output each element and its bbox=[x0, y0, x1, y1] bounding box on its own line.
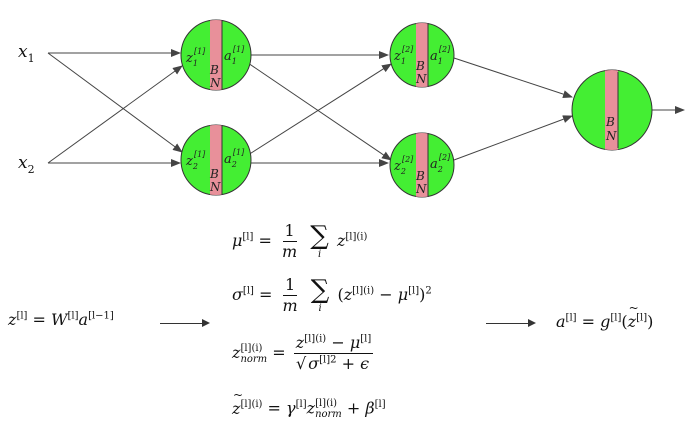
formula-normalize: z[l](i)norm = z[l](i) − μ[l] √σ[l]2 + ϵ bbox=[232, 333, 374, 373]
edges-input-layer1 bbox=[47, 49, 183, 167]
edge-l1b-l2t bbox=[247, 63, 392, 156]
edge-x2-l1-top bbox=[47, 65, 183, 164]
bn-b-label: B bbox=[209, 63, 219, 77]
bn-b-label: B bbox=[209, 167, 219, 181]
bn-strip bbox=[416, 133, 428, 197]
node-a-label: a1[1] bbox=[224, 45, 245, 66]
bn-n-label: N bbox=[415, 72, 427, 86]
node-a-label: a1[2] bbox=[430, 45, 451, 66]
node-l2-bot: z2[2] a2[2] B N bbox=[389, 132, 455, 198]
node-a-label: a2[2] bbox=[430, 153, 451, 174]
node-l1-bot: z2[1] a2[1] B N bbox=[180, 124, 252, 196]
bn-strip bbox=[210, 125, 222, 195]
bn-strip bbox=[210, 20, 222, 90]
node-z-label: z2[2] bbox=[393, 155, 414, 176]
edges-layer1-layer2 bbox=[247, 51, 392, 167]
node-z-label: z2[1] bbox=[185, 150, 206, 171]
bn-n-label: N bbox=[209, 180, 221, 194]
edge-x1-l1-bot bbox=[47, 52, 183, 153]
input-x1-label: x1 bbox=[18, 42, 35, 65]
node-z-label: z1[2] bbox=[393, 45, 414, 66]
formula-activation: a[l] = g[l](z[l]) bbox=[556, 301, 653, 331]
network-diagram: x1 x2 z1[1] a1[1] B N z2[1] a2[1] B N bbox=[18, 19, 685, 198]
bn-n-label: N bbox=[605, 129, 617, 143]
node-l2-top: z1[2] a1[2] B N bbox=[389, 22, 455, 88]
node-l1-top: z1[1] a1[1] B N bbox=[180, 19, 252, 91]
arrow-right bbox=[486, 319, 536, 327]
bn-strip bbox=[416, 23, 428, 87]
formula-linear: z[l] = W[l]a[l−1] bbox=[8, 310, 114, 329]
node-a-label: a2[1] bbox=[224, 148, 245, 169]
node-output: B N bbox=[571, 69, 653, 151]
edge-l2b-out bbox=[453, 115, 573, 161]
bn-b-label: B bbox=[605, 115, 615, 129]
edges-layer2-output bbox=[453, 57, 685, 161]
arrow-left bbox=[160, 319, 210, 327]
input-x2-label: x2 bbox=[18, 153, 35, 176]
bn-n-label: N bbox=[209, 76, 221, 90]
bn-b-label: B bbox=[415, 169, 425, 183]
edge-l2t-out bbox=[453, 57, 573, 98]
node-z-label: z1[1] bbox=[185, 47, 206, 68]
bn-strip bbox=[605, 70, 618, 150]
edge-l1t-l2b bbox=[247, 62, 392, 161]
bn-n-label: N bbox=[415, 182, 427, 196]
formula-scale-shift: z[l](i) = γ[l]z[l](i)norm + β[l] bbox=[232, 388, 386, 421]
bn-b-label: B bbox=[415, 59, 425, 73]
